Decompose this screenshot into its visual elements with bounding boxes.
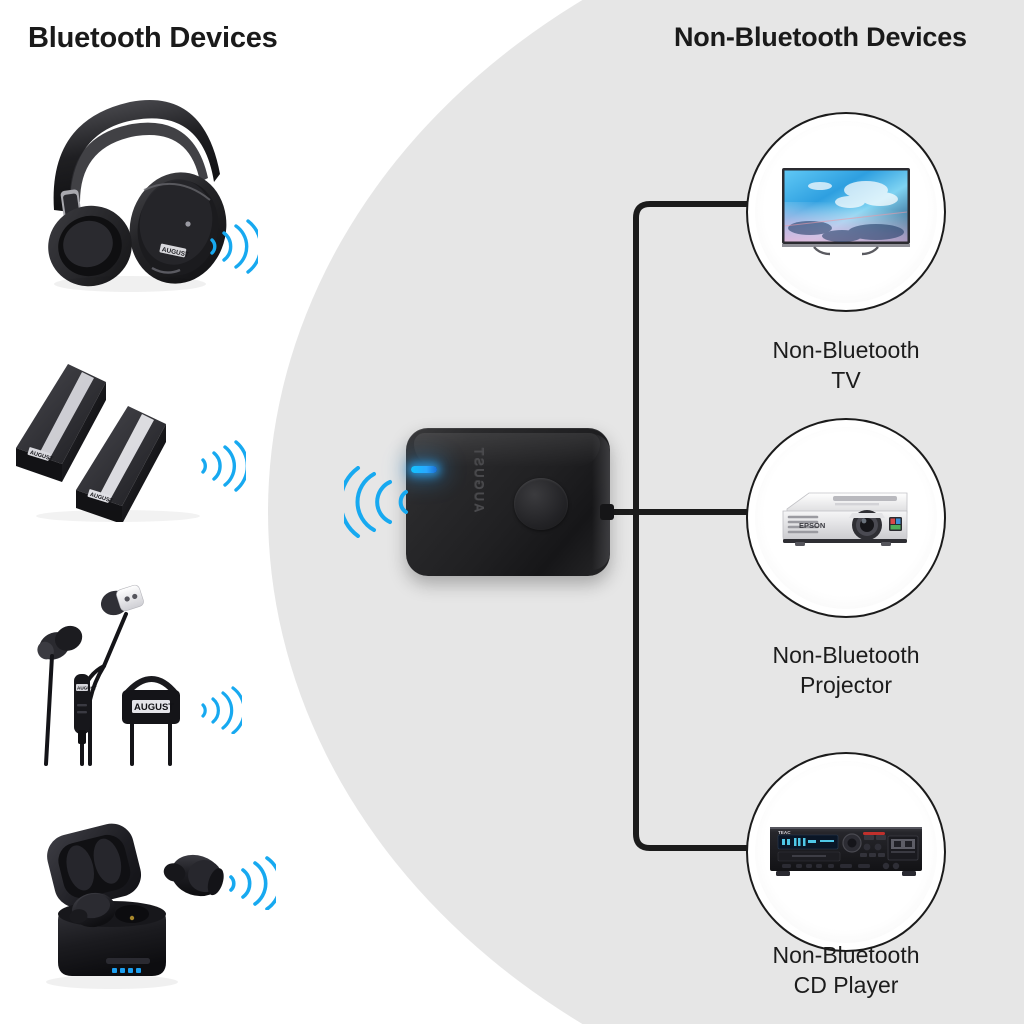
cable-to-cd-player	[633, 509, 751, 851]
transmitter-body	[406, 428, 610, 576]
projector-brand-text: EPSON	[799, 521, 825, 530]
stereo-speakers-icon: AUGUST AUGUST	[8, 352, 228, 524]
cd-player-label-line-1: Non-Bluetooth	[772, 942, 920, 968]
projector-icon: EPSON	[746, 418, 946, 618]
signal-waves-earphones-icon	[201, 686, 242, 734]
status-led-indicator	[411, 466, 437, 473]
projector-label-line-2: Projector	[799, 672, 893, 698]
neckband-earphones-icon: AUGUST AUGUST	[18, 578, 218, 768]
svg-text:AUGUST: AUGUST	[77, 686, 97, 691]
non-bluetooth-cd-player-label: Non-Bluetooth CD Player	[681, 940, 1011, 1000]
transmitter-brand-label: AUGUST	[468, 444, 490, 514]
page-title-bluetooth-devices: Bluetooth Devices	[28, 22, 278, 54]
transmitter-brand-text: AUGUST	[471, 445, 487, 513]
transmitter-output-port	[600, 504, 614, 520]
flat-screen-tv-icon	[746, 112, 946, 312]
non-bluetooth-tv-label: Non-Bluetooth TV	[681, 335, 1011, 395]
bluetooth-transmitter-device[interactable]: AUGUST	[406, 428, 610, 576]
signal-waves-speakers-icon	[201, 440, 246, 492]
cd-player-brand-text: TEAC	[778, 830, 791, 835]
signal-waves-headphones-icon	[210, 219, 258, 274]
over-ear-headphones-icon: AUGUST	[18, 78, 248, 298]
true-wireless-earbuds-icon	[28, 822, 238, 992]
non-bluetooth-projector-node[interactable]: EPSON	[746, 418, 946, 618]
cd-player-label-line-2: CD Player	[793, 972, 899, 998]
signal-waves-earbuds-icon	[229, 856, 276, 910]
non-bluetooth-tv-node[interactable]	[746, 112, 946, 312]
page-title-non-bluetooth-devices: Non-Bluetooth Devices	[674, 22, 967, 52]
pair-button[interactable]	[514, 478, 568, 530]
tv-label-line-1: Non-Bluetooth	[772, 337, 920, 363]
projector-label-line-1: Non-Bluetooth	[772, 642, 920, 668]
non-bluetooth-projector-label: Non-Bluetooth Projector	[681, 640, 1011, 700]
earphones-brand-text: AUGUST	[134, 702, 174, 713]
tv-label-line-2: TV	[831, 367, 861, 393]
signal-waves-transmitter-icon	[344, 466, 408, 538]
transmitter-highlight	[414, 433, 600, 467]
transmitter-side-edge	[592, 434, 610, 570]
non-bluetooth-cd-player-node[interactable]: TEAC	[746, 752, 946, 952]
cable-to-tv	[633, 201, 751, 515]
cd-cassette-deck-icon: TEAC	[746, 752, 946, 952]
charging-indicator-leds	[112, 968, 141, 973]
